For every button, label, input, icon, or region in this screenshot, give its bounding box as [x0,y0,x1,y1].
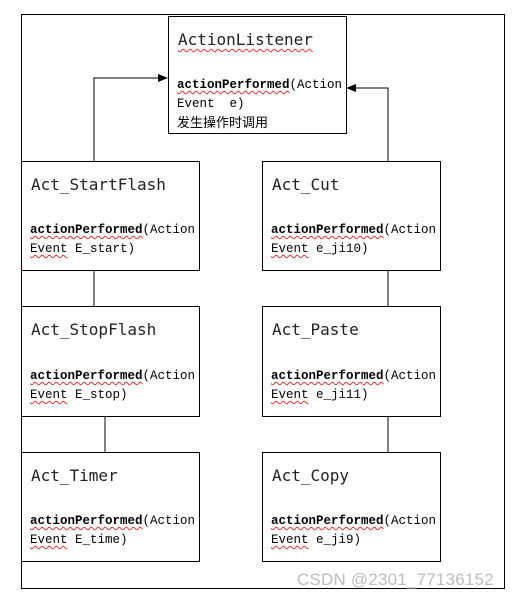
arrow-startflash-to-listener [93,74,168,162]
method-params-a: (Action [142,514,196,528]
method-params-word: Event [30,388,68,402]
method-params-a: (Action [289,78,343,92]
class-box-startflash: Act_StartFlash actionPerformed(Action Ev… [21,161,200,271]
method-params-a: (Action [142,223,196,237]
method-params-rest: e_ji9) [308,533,362,547]
interface-method: actionPerformed(Action Event e) [177,76,342,114]
method-params-rest: e) [214,97,245,111]
class-name: Act_Copy [272,466,350,485]
method-name: actionPerformed [271,514,384,528]
method-name: actionPerformed [177,78,290,92]
method-name: actionPerformed [30,369,143,383]
method-params-rest: E_start) [67,242,136,256]
interface-note: 发生操作时调用 [177,116,269,131]
class-method: actionPerformed(Action Event e_ji9) [271,512,436,550]
method-name: actionPerformed [271,369,384,383]
method-params-word: Event [177,97,215,111]
class-box-cut: Act_Cut actionPerformed(Action Event e_j… [262,161,441,271]
arrow-cut-to-listener [346,84,389,162]
action-listener-box: ActionListener actionPerformed(Action Ev… [168,16,347,134]
method-name: actionPerformed [271,223,384,237]
class-name: Act_Timer [31,466,118,485]
method-name: actionPerformed [30,223,143,237]
method-params-a: (Action [142,369,196,383]
class-box-copy: Act_Copy actionPerformed(Action Event e_… [262,452,441,562]
method-params-word: Event [30,533,68,547]
method-name: actionPerformed [30,514,143,528]
interface-name: ActionListener [178,30,313,49]
method-params-rest: E_stop) [67,388,128,402]
class-box-paste: Act_Paste actionPerformed(Action Event e… [262,306,441,417]
method-params-rest: e_ji11) [308,388,369,402]
method-params-word: Event [271,242,309,256]
method-params-a: (Action [383,514,437,528]
class-method: actionPerformed(Action Event e_ji11) [271,367,436,405]
method-params-a: (Action [383,369,437,383]
class-box-timer: Act_Timer actionPerformed(Action Event E… [21,452,200,562]
class-name: Act_StartFlash [31,175,166,194]
class-name: Act_Paste [272,320,359,339]
method-params-a: (Action [383,223,437,237]
class-name: Act_Cut [272,175,340,194]
method-params-word: Event [271,533,309,547]
class-method: actionPerformed(Action Event E_time) [30,512,195,550]
method-params-rest: e_ji10) [308,242,369,256]
method-params-rest: E_time) [67,533,128,547]
class-method: actionPerformed(Action Event E_start) [30,221,195,259]
method-params-word: Event [271,388,309,402]
class-box-stopflash: Act_StopFlash actionPerformed(Action Eve… [21,306,200,417]
method-params-word: Event [30,242,68,256]
class-method: actionPerformed(Action Event e_ji10) [271,221,436,259]
watermark: CSDN @2301_77136152 [297,570,494,589]
class-name: Act_StopFlash [31,320,157,339]
diagram-frame [21,14,505,589]
class-method: actionPerformed(Action Event E_stop) [30,367,195,405]
